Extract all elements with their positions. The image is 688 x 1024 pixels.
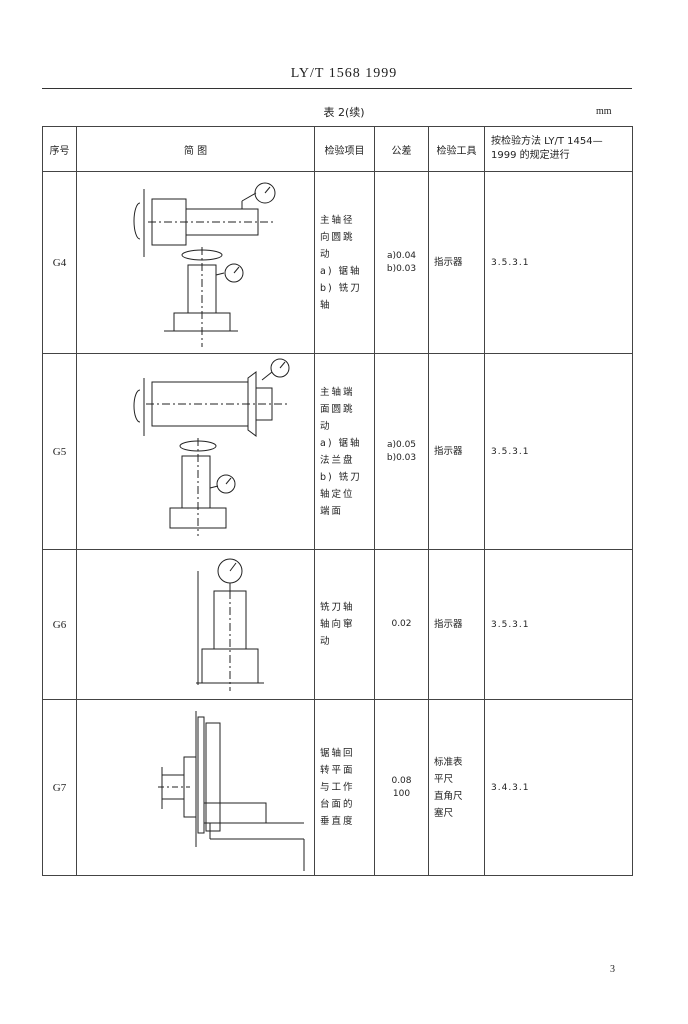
header-rule	[42, 88, 632, 89]
item-line: 轴	[320, 299, 332, 311]
table-row-g6: G6 铣刀轴 轴向窜	[42, 549, 633, 700]
tool-line: 直角尺	[434, 790, 463, 802]
figure-g7	[76, 699, 315, 876]
inspection-table: 序号 简 图 检验项目 公差 检验工具 按检验方法 LY/T 1454—1999…	[42, 126, 633, 876]
tolerance-line: a)0.05	[386, 439, 417, 450]
inspection-method: 3.5.3.1	[484, 353, 633, 550]
item-line: 垂直度	[320, 816, 355, 827]
inspection-method: 3.4.3.1	[484, 699, 633, 876]
tool-line: 指示器	[434, 619, 463, 630]
inspection-item: 主轴径 向圆跳 动 a) 锯轴 b) 铣刀 轴	[314, 171, 375, 354]
tool-line: 指示器	[434, 257, 463, 268]
saw-blade-squareness-diagram	[157, 710, 304, 871]
table-row-g7: G7	[42, 699, 633, 876]
figure-g6	[76, 549, 315, 700]
row-number: G5	[42, 353, 77, 550]
tolerance-line: 0.02	[391, 619, 412, 629]
table-caption: 表 2(续)	[323, 106, 365, 119]
item-line: 转平面	[320, 765, 355, 776]
inspection-item: 主轴端 面圆跳 动 a) 锯轴 法兰盘 b) 铣刀 轴定位 端面	[314, 353, 375, 550]
inspection-tool: 指示器	[428, 171, 485, 354]
tolerance-line: b)0.03	[386, 263, 417, 274]
inspection-method: 3.5.3.1	[484, 549, 633, 700]
item-line: 主轴径	[320, 214, 355, 226]
item-line: b) 铣刀	[320, 282, 362, 294]
inspection-tool: 标准表 平尺 直角尺 塞尺	[428, 699, 485, 876]
figure-g4	[76, 171, 315, 354]
table-row-g4: G4	[42, 171, 633, 354]
inspection-tool: 指示器	[428, 353, 485, 550]
tolerance: a)0.04 b)0.03	[374, 171, 429, 354]
tool-line: 标准表	[434, 756, 463, 768]
item-line: 面圆跳	[320, 403, 355, 415]
item-line: 动	[320, 420, 332, 432]
unit-label: mm	[596, 106, 612, 117]
row-number: G7	[42, 699, 77, 876]
tolerance: a)0.05 b)0.03	[374, 353, 429, 550]
inspection-item: 锯轴回 转平面 与工作 台面的 垂直度	[314, 699, 375, 876]
item-line: b) 铣刀	[320, 471, 362, 483]
col-header-no: 序号	[42, 126, 77, 172]
item-line: a) 锯轴	[320, 265, 362, 277]
table-row-g5: G5	[42, 353, 633, 550]
tolerance-line: a)0.04	[386, 250, 417, 261]
col-header-item: 检验项目	[314, 126, 375, 172]
standard-header: LY/T 1568 1999	[290, 66, 398, 81]
col-header-figure: 简 图	[76, 126, 315, 172]
item-line: 动	[320, 636, 332, 647]
tolerance: 0.02	[374, 549, 429, 700]
item-line: 动	[320, 248, 332, 260]
tool-line: 指示器	[434, 446, 463, 457]
inspection-method: 3.5.3.1	[484, 171, 633, 354]
item-line: 锯轴回	[320, 748, 355, 759]
item-line: 轴向窜	[320, 619, 355, 630]
item-line: 端面	[320, 505, 344, 517]
item-line: 轴定位	[320, 488, 355, 500]
tolerance-line: b)0.03	[386, 452, 417, 463]
tool-line: 平尺	[434, 773, 454, 785]
page-number: 3	[610, 964, 615, 975]
cutter-shaft-axial-play-diagram	[195, 558, 264, 691]
item-line: 台面的	[320, 799, 355, 810]
item-line: 主轴端	[320, 386, 355, 398]
tool-line: 塞尺	[434, 807, 454, 819]
tolerance: 0.08 100	[374, 699, 429, 876]
col-header-method: 按检验方法 LY/T 1454—1999 的规定进行	[484, 126, 633, 172]
col-header-tool: 检验工具	[428, 126, 485, 172]
row-number: G4	[42, 171, 77, 354]
item-line: a) 锯轴	[320, 437, 362, 449]
figure-g5	[76, 353, 315, 550]
table-header-row: 序号 简 图 检验项目 公差 检验工具 按检验方法 LY/T 1454—1999…	[42, 126, 633, 172]
tolerance-denominator: 100	[392, 788, 411, 799]
item-line: 向圆跳	[320, 231, 355, 243]
tolerance-numerator: 0.08	[391, 775, 412, 786]
spindle-radial-runout-diagram	[133, 182, 276, 347]
item-line: 铣刀轴	[320, 602, 355, 613]
inspection-tool: 指示器	[428, 549, 485, 700]
row-number: G6	[42, 549, 77, 700]
col-header-tolerance: 公差	[374, 126, 429, 172]
item-line: 法兰盘	[320, 454, 355, 466]
item-line: 与工作	[320, 782, 355, 793]
inspection-item: 铣刀轴 轴向窜 动	[314, 549, 375, 700]
spindle-face-runout-diagram	[133, 358, 289, 536]
